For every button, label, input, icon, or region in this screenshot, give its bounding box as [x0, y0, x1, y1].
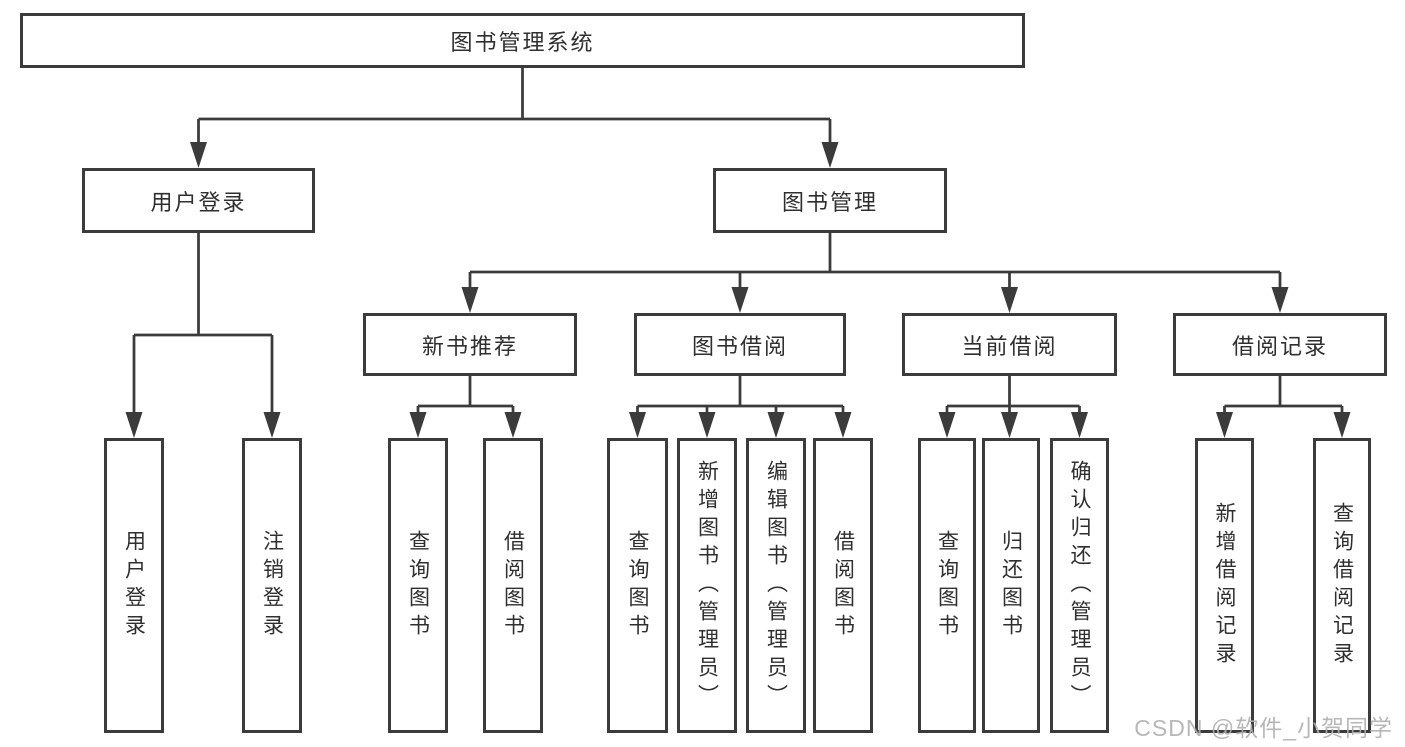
leaf-confirm-return-admin: 确认归还（管理员）: [1050, 438, 1109, 733]
leaf-add-borrow-record-label: 新增借阅记录: [1213, 501, 1236, 670]
leaf-logout-label: 注销登录: [260, 529, 284, 642]
leaf-query-borrow-record-label: 查询借阅记录: [1330, 501, 1354, 670]
node-current-borrow: 当前借阅: [902, 313, 1117, 376]
leaf-query-book-recommend: 查询图书: [388, 438, 448, 733]
csdn-watermark: CSDN @软件_小贺同学: [1134, 715, 1393, 741]
node-borrow-record: 借阅记录: [1173, 313, 1387, 376]
node-book-management: 图书管理: [713, 168, 947, 233]
leaf-add-book-admin-label: 新增图书（管理员）: [695, 459, 719, 712]
leaf-borrow-book-recommend: 借阅图书: [483, 438, 543, 733]
node-current-borrow-label: 当前借阅: [961, 333, 1058, 359]
leaf-edit-book-admin-label: 编辑图书（管理员）: [764, 459, 788, 712]
leaf-add-book-admin: 新增图书（管理员）: [677, 438, 737, 733]
node-book-borrow-label: 图书借阅: [691, 333, 788, 359]
leaf-confirm-return-admin-label: 确认归还（管理员）: [1068, 459, 1091, 712]
leaf-borrow-book: 借阅图书: [813, 438, 873, 733]
leaf-user-login: 用户登录: [104, 438, 164, 733]
node-borrow-record-label: 借阅记录: [1231, 333, 1328, 359]
leaf-query-borrow-record: 查询借阅记录: [1313, 438, 1371, 733]
leaf-borrow-book-recommend-label: 借阅图书: [501, 529, 525, 642]
node-user-login-label: 用户登录: [150, 189, 247, 215]
leaf-query-book-borrow-label: 查询图书: [626, 529, 649, 642]
leaf-query-book-current-label: 查询图书: [935, 529, 959, 642]
leaf-query-book-recommend-label: 查询图书: [406, 529, 430, 642]
node-book-management-label: 图书管理: [781, 189, 878, 215]
node-library-management-system: 图书管理系统: [20, 13, 1025, 68]
leaf-add-borrow-record: 新增借阅记录: [1195, 438, 1254, 733]
leaf-edit-book-admin: 编辑图书（管理员）: [746, 438, 806, 733]
leaf-return-book-label: 归还图书: [999, 529, 1023, 642]
node-new-book-recommend: 新书推荐: [363, 313, 577, 376]
leaf-return-book: 归还图书: [982, 438, 1040, 733]
node-book-borrow: 图书借阅: [634, 313, 846, 376]
node-new-book-recommend-label: 新书推荐: [421, 333, 518, 359]
leaf-user-login-label: 用户登录: [122, 529, 146, 642]
leaf-logout: 注销登录: [242, 438, 302, 733]
leaf-borrow-book-label: 借阅图书: [831, 529, 855, 642]
node-user-login: 用户登录: [82, 168, 315, 233]
node-library-management-system-label: 图书管理系统: [450, 29, 595, 55]
leaf-query-book-borrow: 查询图书: [607, 438, 668, 733]
leaf-query-book-current: 查询图书: [918, 438, 976, 733]
